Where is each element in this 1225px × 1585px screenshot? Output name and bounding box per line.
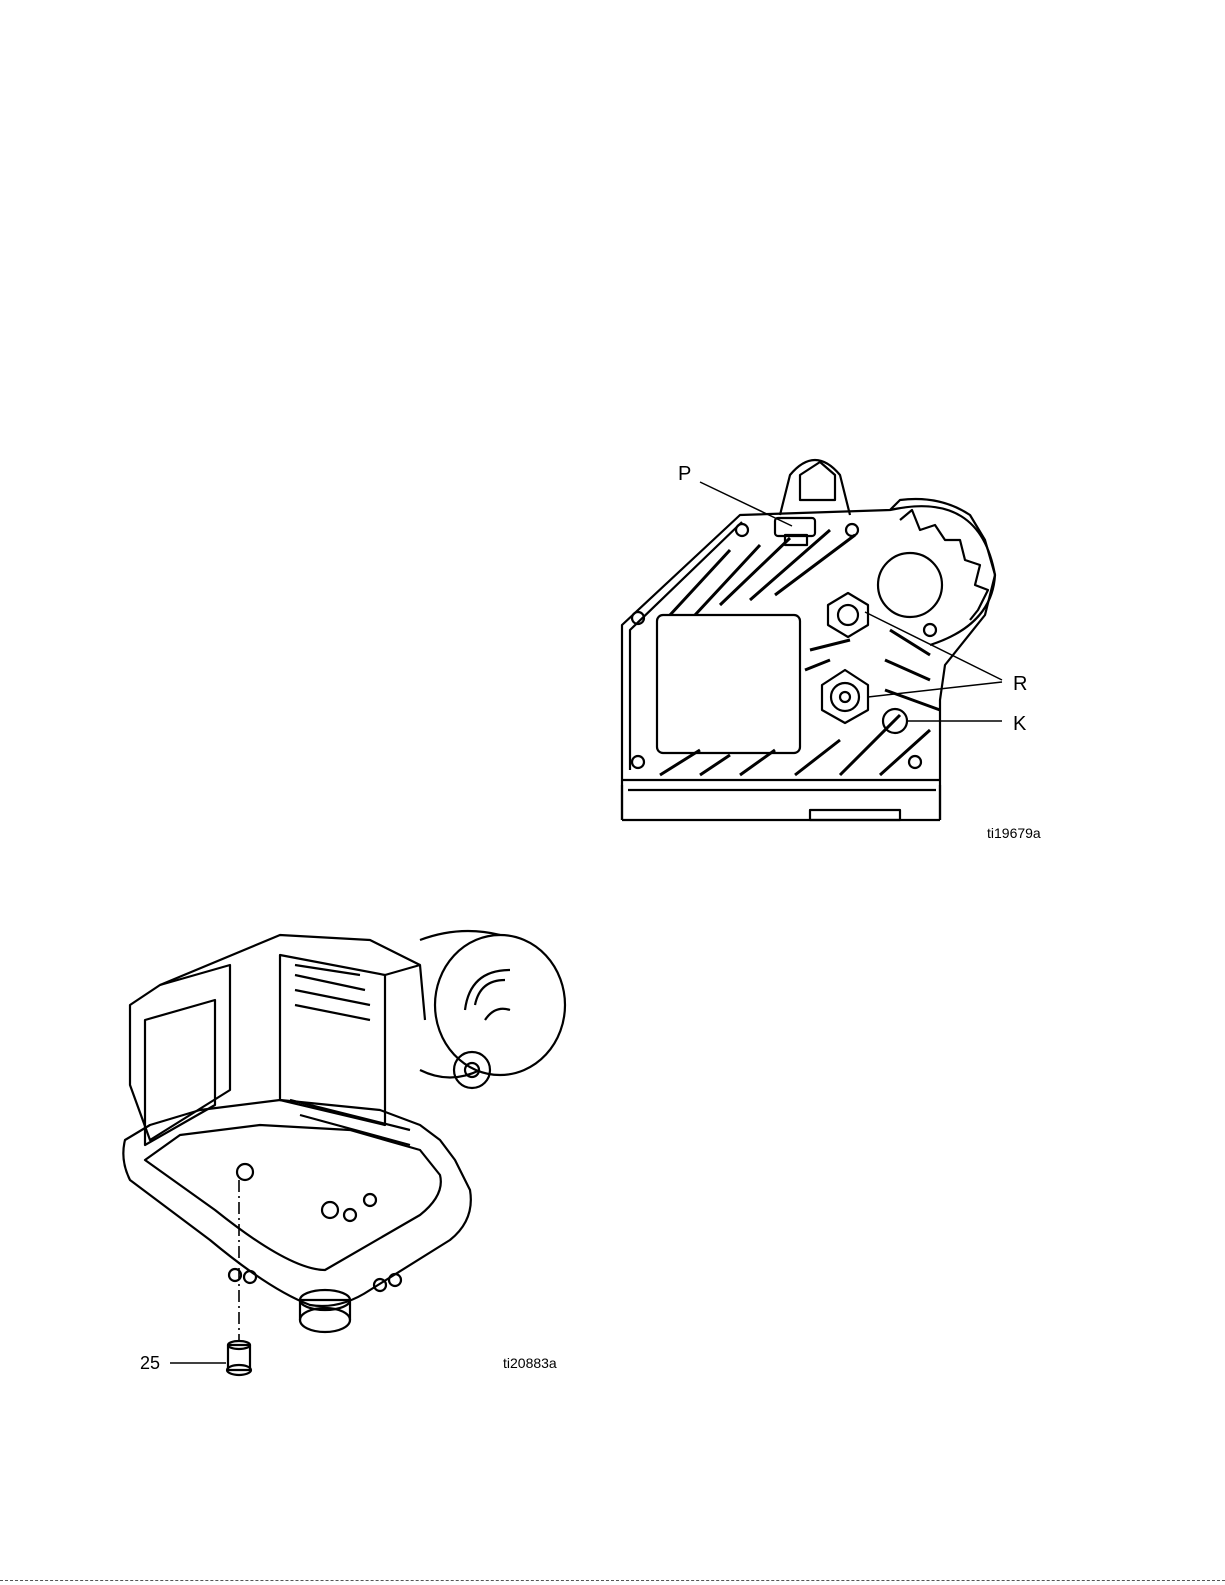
- gearbox-front-drawing: [600, 440, 1070, 860]
- base-ring: [123, 1100, 471, 1306]
- wrench-tag: [780, 460, 850, 515]
- callout-25: 25: [140, 1354, 160, 1372]
- callout-k: K: [1013, 714, 1026, 734]
- plug-r-upper: [828, 593, 868, 637]
- figure-ref-code-top: ti19679a: [987, 826, 1041, 840]
- leader-p: [700, 482, 792, 526]
- gear-guard: [890, 506, 995, 645]
- gearbox-front-figure: P R K ti19679a: [600, 440, 1070, 860]
- label-window: [657, 615, 800, 753]
- leader-r-lower: [868, 682, 1002, 697]
- callout-r: R: [1013, 674, 1027, 694]
- leader-r-upper: [865, 612, 1002, 680]
- gear-hub: [878, 553, 942, 617]
- gearbox-isometric-figure: 25 ti20883a: [120, 910, 570, 1400]
- motor-vent: [465, 970, 510, 1020]
- motor-end-cap: [435, 935, 565, 1075]
- callout-p: P: [678, 464, 691, 484]
- gearbox-isometric-drawing: [120, 910, 570, 1400]
- plug-r-lower: [822, 670, 868, 723]
- output-shaft: [300, 1308, 350, 1332]
- page-bottom-rule: [0, 1580, 1225, 1581]
- figure-ref-code-bottom: ti20883a: [503, 1356, 557, 1370]
